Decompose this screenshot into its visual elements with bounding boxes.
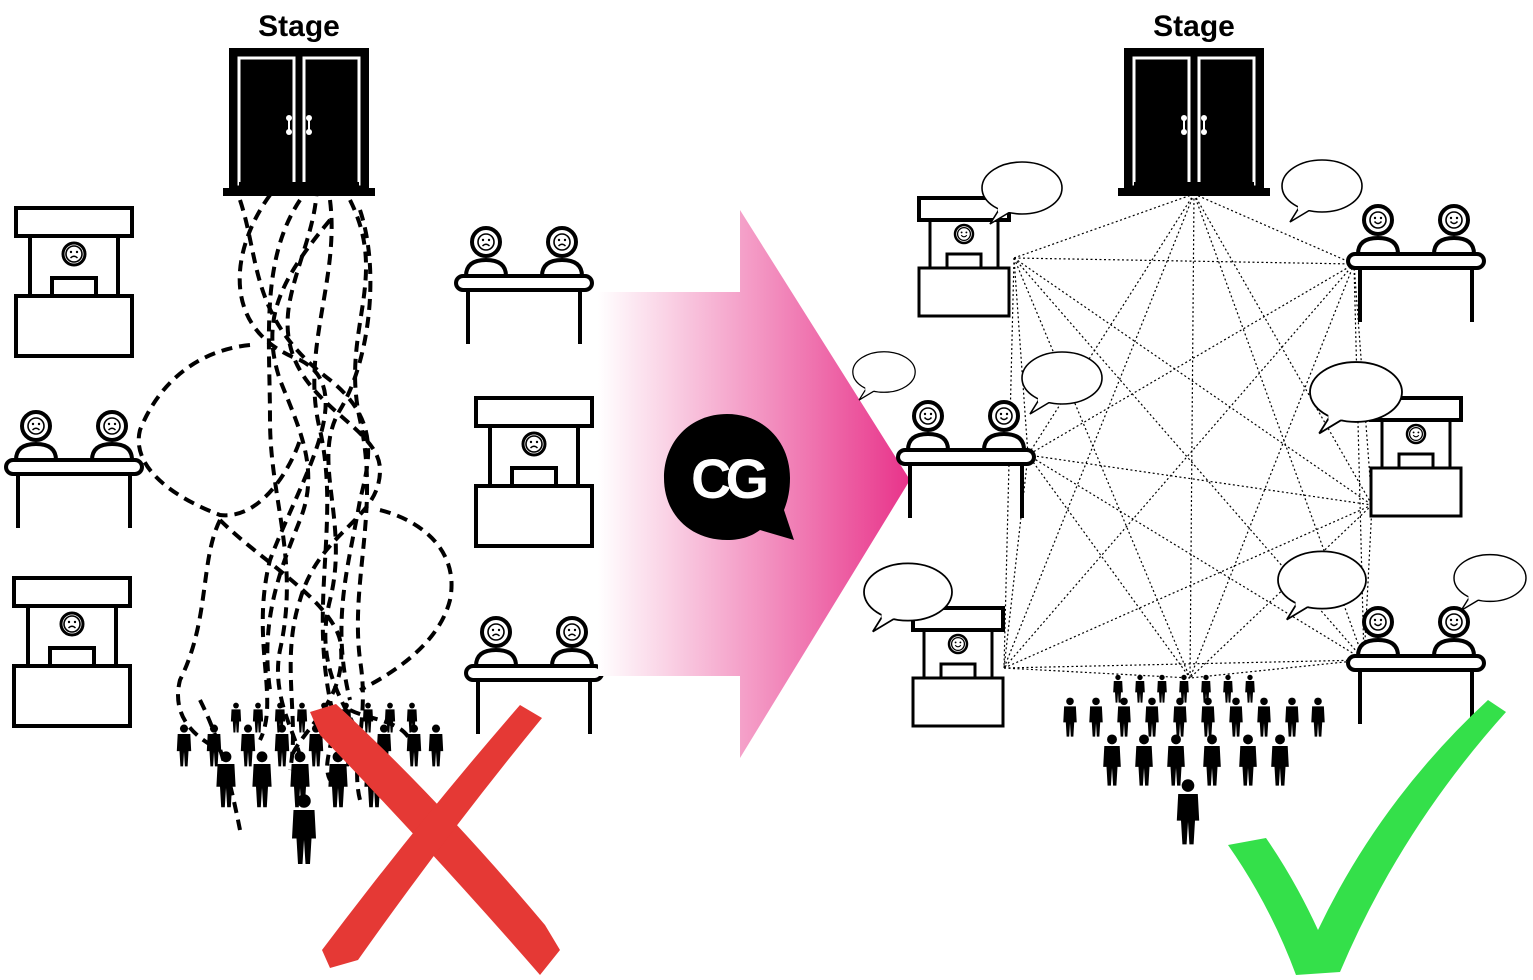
left-table-2 [456, 228, 592, 344]
left-booth-2 [14, 578, 130, 726]
crowd-person [230, 702, 242, 733]
cg-logo-text: CG [691, 447, 766, 510]
crowd-person [252, 751, 272, 808]
crowd-person [1245, 674, 1255, 703]
right-table-2 [898, 402, 1034, 518]
right-stage-label: Stage [1153, 10, 1235, 43]
crowd-person [428, 724, 444, 767]
cross-icon [310, 704, 560, 975]
crowd-person [1229, 697, 1243, 737]
right-crowd-icon [1063, 674, 1325, 845]
crowd-person [1285, 697, 1299, 737]
crowd-person [296, 702, 308, 733]
crowd-person [240, 724, 256, 767]
crowd-person [1157, 674, 1167, 703]
left-stage-door-icon [221, 46, 377, 198]
right-stage-door-icon [1116, 46, 1272, 198]
check-icon [1228, 700, 1506, 975]
left-stage-label: Stage [258, 10, 340, 43]
cg-logo: CG [664, 414, 794, 540]
crowd-person [1167, 734, 1185, 786]
right-panel: Stage [852, 10, 1527, 975]
crowd-person [1117, 697, 1131, 737]
crowd-person [1135, 734, 1153, 786]
crowd-person [1239, 734, 1257, 786]
left-booth-3 [476, 398, 592, 546]
crowd-person [406, 724, 422, 767]
crowd-person [1135, 674, 1145, 703]
crowd-person [1311, 697, 1325, 737]
right-table-1 [1348, 206, 1484, 322]
crowd-person [176, 724, 192, 767]
crowd-person [1257, 697, 1271, 737]
crowd-person [1089, 697, 1103, 737]
connection-network [1003, 193, 1373, 679]
crowd-person [1103, 734, 1121, 786]
left-panel: Stage [6, 10, 602, 975]
right-table-3 [1348, 608, 1484, 724]
speech-bubble-icons [852, 159, 1527, 633]
crowd-person [1145, 697, 1159, 737]
crowd-person [1113, 674, 1123, 703]
right-booth-3 [913, 608, 1003, 726]
crowd-person [1176, 779, 1200, 845]
crowd-person [1063, 697, 1077, 737]
crowd-person [206, 724, 222, 767]
left-table-1 [6, 412, 142, 528]
crowd-person [252, 702, 264, 733]
crowd-person [1173, 697, 1187, 737]
left-booth-1 [16, 208, 132, 356]
crowd-person [1223, 674, 1233, 703]
crowd-person [216, 751, 236, 808]
crowd-person [274, 724, 290, 767]
crowd-person [1201, 697, 1215, 737]
crowd-person [1203, 734, 1221, 786]
crowd-person [1271, 734, 1289, 786]
